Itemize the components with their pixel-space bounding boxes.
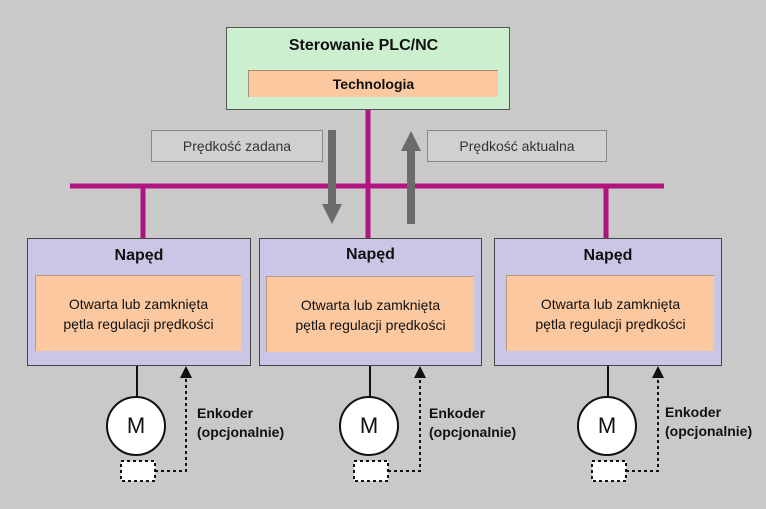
drive-3-encoder-box (591, 460, 627, 482)
drive-3-motor-circle (577, 396, 637, 456)
drive-2-encoder-line2: (opcjonalnie) (429, 424, 517, 440)
setpoint-arrow (322, 130, 342, 224)
drive-1-encoder-line2: (opcjonalnie) (197, 424, 285, 440)
drive-3-encoder-line1: Enkoder (665, 404, 722, 420)
drive-2-motor-label: M (359, 413, 379, 438)
actual-speed-label: Prędkość aktualna (427, 130, 607, 162)
drive-2-encoder-box (353, 460, 389, 482)
drive-3-control-loop: Otwarta lub zamknięta pętla regulacji pr… (506, 275, 714, 351)
drive-1-encoder-box (120, 460, 156, 482)
plc-title: Sterowanie PLC/NC (288, 37, 439, 54)
drive-2-loop-line1: Otwarta lub zamknięta (300, 296, 441, 313)
drive-2-loop-line2: pętla regulacji prędkości (295, 316, 446, 333)
drive-1-loop-line2: pętla regulacji prędkości (63, 315, 214, 332)
drive-1-encoder-line1: Enkoder (197, 405, 254, 421)
drive-2-control-loop: Otwarta lub zamknięta pętla regulacji pr… (266, 276, 474, 352)
drive-1-motor-label: M (126, 413, 146, 438)
drive-3-encoder-line2: (opcjonalnie) (665, 423, 753, 439)
drive-2-encoder-feedback (388, 366, 426, 472)
drive-3-loop-line1: Otwarta lub zamknięta (540, 295, 681, 312)
technology-box: Technologia (248, 70, 498, 97)
drive-3-encoder-feedback (626, 366, 664, 472)
drive-3-title: Napęd (583, 247, 633, 264)
drive-2-encoder-line1: Enkoder (429, 405, 486, 421)
drive-1-encoder-label: Enkoder (opcjonalnie) (197, 404, 284, 442)
actual-arrow (401, 131, 421, 224)
drive-2-encoder-label: Enkoder (opcjonalnie) (429, 404, 516, 442)
drive-3-loop-line2: pętla regulacji prędkości (535, 315, 686, 332)
setpoint-label: Prędkość zadana (151, 130, 323, 162)
drive-1-title: Napęd (114, 247, 164, 264)
drive-2-motor-circle (339, 396, 399, 456)
drive-2-title: Napęd (346, 246, 395, 263)
drive-1-encoder-feedback (155, 366, 192, 472)
drive-1-motor-circle (106, 396, 166, 456)
drive-1-loop-line1: Otwarta lub zamknięta (68, 295, 209, 312)
drive-1-control-loop: Otwarta lub zamknięta pętla regulacji pr… (35, 275, 241, 351)
drive-3-encoder-label: Enkoder (opcjonalnie) (665, 403, 752, 441)
drive-3-motor-label: M (597, 413, 617, 438)
